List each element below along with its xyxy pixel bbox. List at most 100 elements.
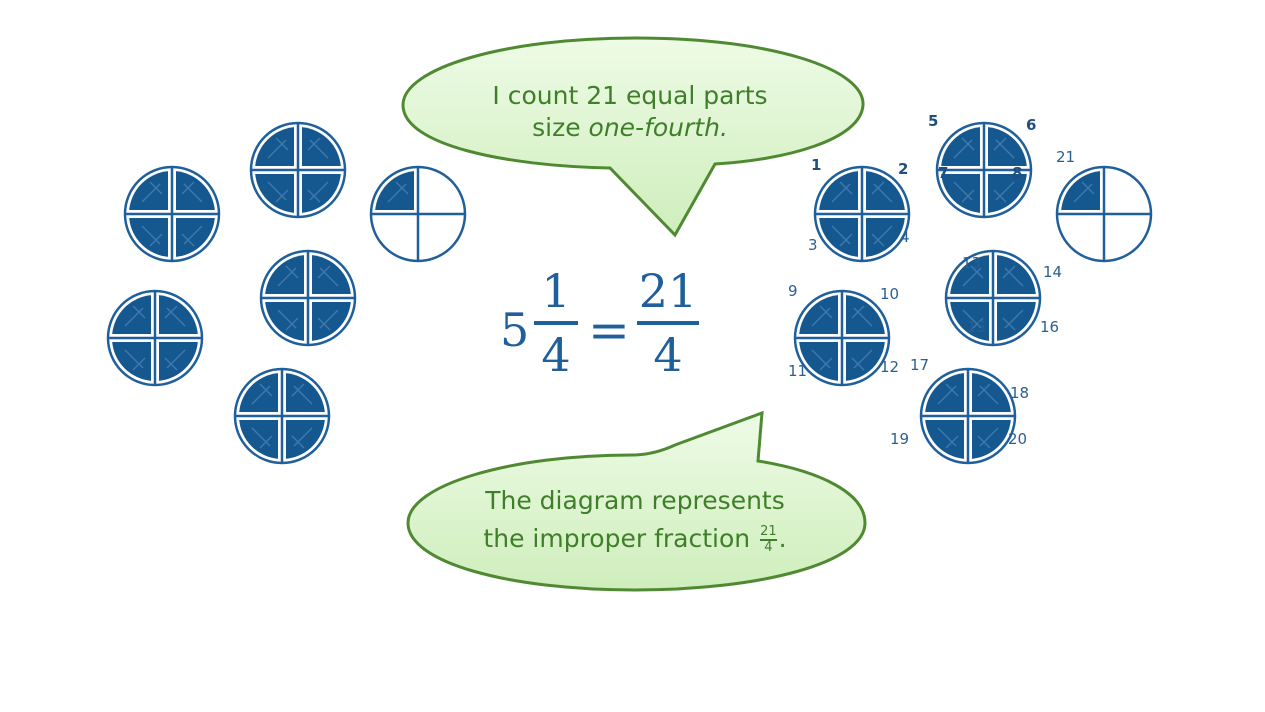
part-label-2: 2 [898,160,909,178]
top-speech-bubble [401,36,865,238]
scribble-mark [267,137,289,159]
scribble-mark [1073,181,1095,203]
part-label-1: 1 [811,156,822,174]
shaded-quarter [129,171,168,210]
shaded-quarter [866,218,905,257]
top-bubble-text: I count 21 equal parts size one-fourth. [430,80,830,144]
shaded-quarter [846,342,885,381]
scribble-mark [317,265,339,287]
shaded-quarter [997,302,1036,341]
scribble-mark [141,225,163,247]
part-label-11: 11 [788,362,808,380]
shaded-quarter [950,255,989,294]
mini-fraction-numerator: 21 [760,524,777,540]
scribble-mark [993,137,1015,159]
shaded-quarter [312,302,351,341]
shaded-quarter [819,171,858,210]
bottom-bubble-line1: The diagram represents [485,486,785,515]
shaded-quarter [375,171,414,210]
equation-whole-number: 5 [500,303,530,357]
scribble-mark [937,427,959,449]
shaded-quarter [255,174,294,213]
scribble-mark [937,383,959,405]
left-fraction-bar [534,321,578,325]
shaded-quarter [112,295,151,334]
right-circle-5 [944,249,1042,347]
scribble-mark [307,181,329,203]
scribble-mark [291,383,313,405]
shaded-quarter [799,342,838,381]
shaded-quarter [302,127,341,166]
scribble-mark [1002,309,1024,331]
top-bubble-line2-plain: size [532,113,589,142]
top-bubble-line2-italic: one-fourth. [588,113,728,142]
shaded-quarter [176,218,215,257]
part-label-5: 5 [928,112,939,130]
shaded-quarter [972,373,1011,412]
shaded-quarter [265,302,304,341]
right-denominator: 4 [653,328,683,382]
part-label-15: 15 [967,318,987,336]
bottom-speech-bubble [406,410,867,592]
shaded-quarter [997,255,1036,294]
mixed-number-equation: 5 1 4 = 21 4 [500,265,710,385]
left-circle-3 [369,165,467,263]
scribble-mark [831,181,853,203]
part-label-14: 14 [1043,263,1063,281]
part-label-19: 19 [890,430,910,448]
shaded-quarter [925,420,964,459]
shaded-quarter [286,420,325,459]
bottom-bubble-line2-text: the improper fraction [483,524,751,553]
part-label-10: 10 [880,285,900,303]
right-circle-2 [935,121,1033,219]
shaded-quarter [129,218,168,257]
right-numerator: 21 [638,264,698,318]
bottom-bubble-text: The diagram represents the improper frac… [435,482,835,558]
right-circle-3 [1055,165,1153,263]
bottom-bubble-shape [406,410,867,592]
shaded-quarter [988,127,1027,166]
shaded-quarter [312,255,351,294]
scribble-mark [851,305,873,327]
right-fraction-bar [637,321,699,325]
shaded-quarter [159,342,198,381]
shaded-quarter [239,373,278,412]
right-circle-6 [919,367,1017,465]
scribble-mark [811,349,833,371]
part-label-4: 4 [900,228,910,246]
top-bubble-line1: I count 21 equal parts [492,81,768,110]
left-circle-4 [106,289,204,387]
part-label-20: 20 [1008,430,1028,448]
right-circle-1 [813,165,911,263]
scribble-mark [267,181,289,203]
part-label-18: 18 [1010,384,1030,402]
bottom-bubble-suffix: . [778,524,787,553]
scribble-mark [277,309,299,331]
shaded-quarter [925,373,964,412]
scribble-mark [124,349,146,371]
shaded-quarter [159,295,198,334]
shaded-quarter [941,174,980,213]
scribble-mark [141,181,163,203]
equals-sign: = [588,301,630,359]
mini-fraction-denominator: 4 [764,539,773,555]
left-circle-1 [123,165,221,263]
shaded-quarter [799,295,838,334]
scribble-mark [124,305,146,327]
shaded-quarter [972,420,1011,459]
shaded-quarter [176,171,215,210]
shaded-quarter [988,174,1027,213]
scribble-mark [953,137,975,159]
part-label-17: 17 [910,356,930,374]
scribble-mark [962,309,984,331]
shaded-quarter [112,342,151,381]
shaded-quarter [1061,171,1100,210]
part-label-9: 9 [788,282,798,300]
mini-fraction-bar [760,539,777,541]
scribble-mark [277,265,299,287]
shaded-quarter [265,255,304,294]
part-label-16: 16 [1040,318,1060,336]
left-circle-5 [259,249,357,347]
